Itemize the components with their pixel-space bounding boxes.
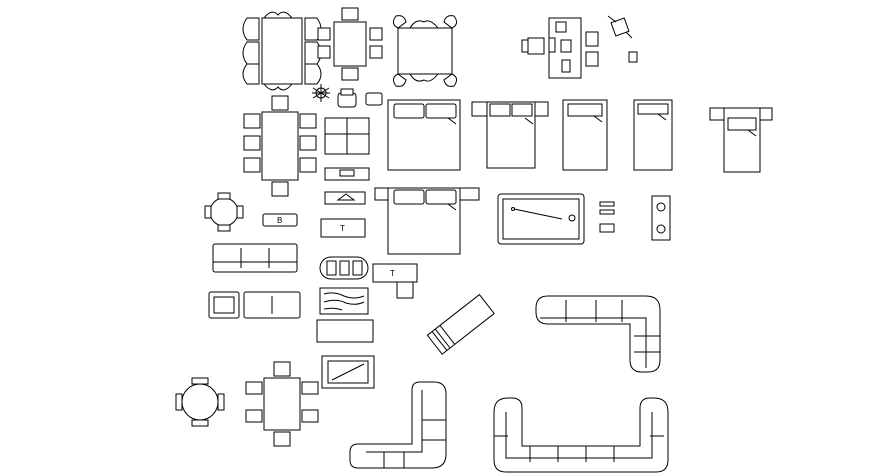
round-table-4-chairs	[175, 377, 225, 427]
coffee-table-lower: T	[372, 263, 418, 299]
two-seat-sofa	[243, 291, 301, 319]
double-bed-with-nightstands	[374, 187, 480, 255]
coffee-table-upper: T	[320, 218, 366, 238]
double-sink	[651, 195, 671, 241]
double-bed-top	[387, 99, 461, 171]
armchair-pair-small	[337, 88, 383, 108]
single-bed-narrow	[633, 99, 673, 171]
small-fixture-symbols	[599, 201, 615, 233]
tv-stand	[324, 167, 370, 181]
dining-table-6-chairs-bottom	[245, 361, 319, 447]
l-shaped-sofa	[349, 381, 447, 469]
lamp-table	[324, 191, 366, 205]
bench-label: B	[277, 216, 282, 225]
armchair-pair	[324, 117, 370, 155]
media-console	[316, 319, 374, 343]
square-table-8-chairs	[392, 15, 458, 87]
single-bed-wide	[562, 99, 608, 171]
office-desk-workstation	[521, 15, 638, 79]
three-seat-sofa	[212, 243, 298, 273]
corner-sofa	[535, 295, 661, 373]
pool-table	[497, 193, 585, 245]
twin-bed-with-headboard	[471, 101, 549, 169]
armchair-single	[208, 291, 240, 319]
u-shaped-sofa	[493, 397, 669, 473]
potted-plant	[312, 84, 330, 102]
square-table-4-chairs	[317, 7, 383, 81]
sun-lounger	[426, 293, 495, 355]
framed-rug	[321, 355, 375, 389]
coffee-table-upper-label: T	[340, 224, 345, 233]
round-table-4-chairs-small	[204, 192, 244, 232]
coffee-table-lower-label: T	[390, 269, 395, 278]
single-bed-with-nightstands	[709, 107, 773, 173]
oval-table-with-chairs	[319, 256, 369, 280]
dining-table-6-seats-top	[242, 11, 322, 91]
wooden-table-planks	[319, 287, 369, 315]
dining-table-8-chairs	[243, 95, 317, 197]
bench: B	[262, 213, 298, 227]
